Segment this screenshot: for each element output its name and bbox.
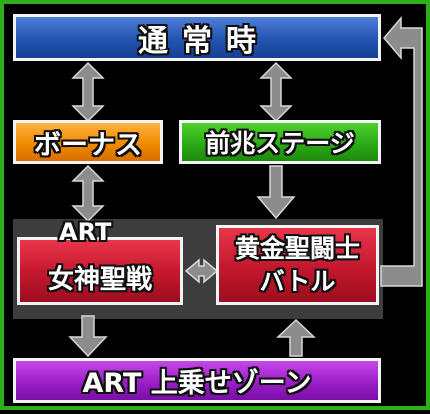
arrow-bonus-art-stage: [71, 164, 105, 223]
arrows-layer: [68, 15, 423, 358]
node-art-stage: 女神聖戦: [17, 237, 183, 305]
arrow-normal-bonus: [71, 61, 105, 123]
node-bonus-label: ボーナス: [34, 129, 142, 161]
node-normal-label: 通常時: [138, 23, 270, 59]
arrow-jousei-battle: [276, 318, 316, 357]
arrow-battle-normal: [380, 15, 423, 287]
node-battle: 黄金聖闘士 バトル: [216, 225, 379, 305]
art-tag: ART: [59, 218, 112, 246]
node-jousei-label: ART 上乗せゾーン: [82, 368, 312, 399]
node-pre-stage: 前兆ステージ: [179, 120, 381, 164]
node-normal: 通常時: [13, 14, 381, 61]
node-battle-label-line1: 黄金聖闘士: [234, 234, 360, 263]
node-battle-label-line2: バトル: [259, 267, 336, 296]
arrow-normal-pre-stage: [259, 61, 293, 123]
node-pre-stage-label: 前兆ステージ: [205, 129, 355, 158]
node-art-stage-label: 女神聖戦: [47, 264, 152, 295]
node-bonus: ボーナス: [13, 120, 163, 164]
arrow-art-stage-jousei: [68, 315, 108, 358]
arrow-art-stage-battle: [184, 258, 219, 284]
node-jousei: ART 上乗せゾーン: [13, 358, 381, 403]
arrow-pre-stage-battle: [256, 165, 296, 220]
